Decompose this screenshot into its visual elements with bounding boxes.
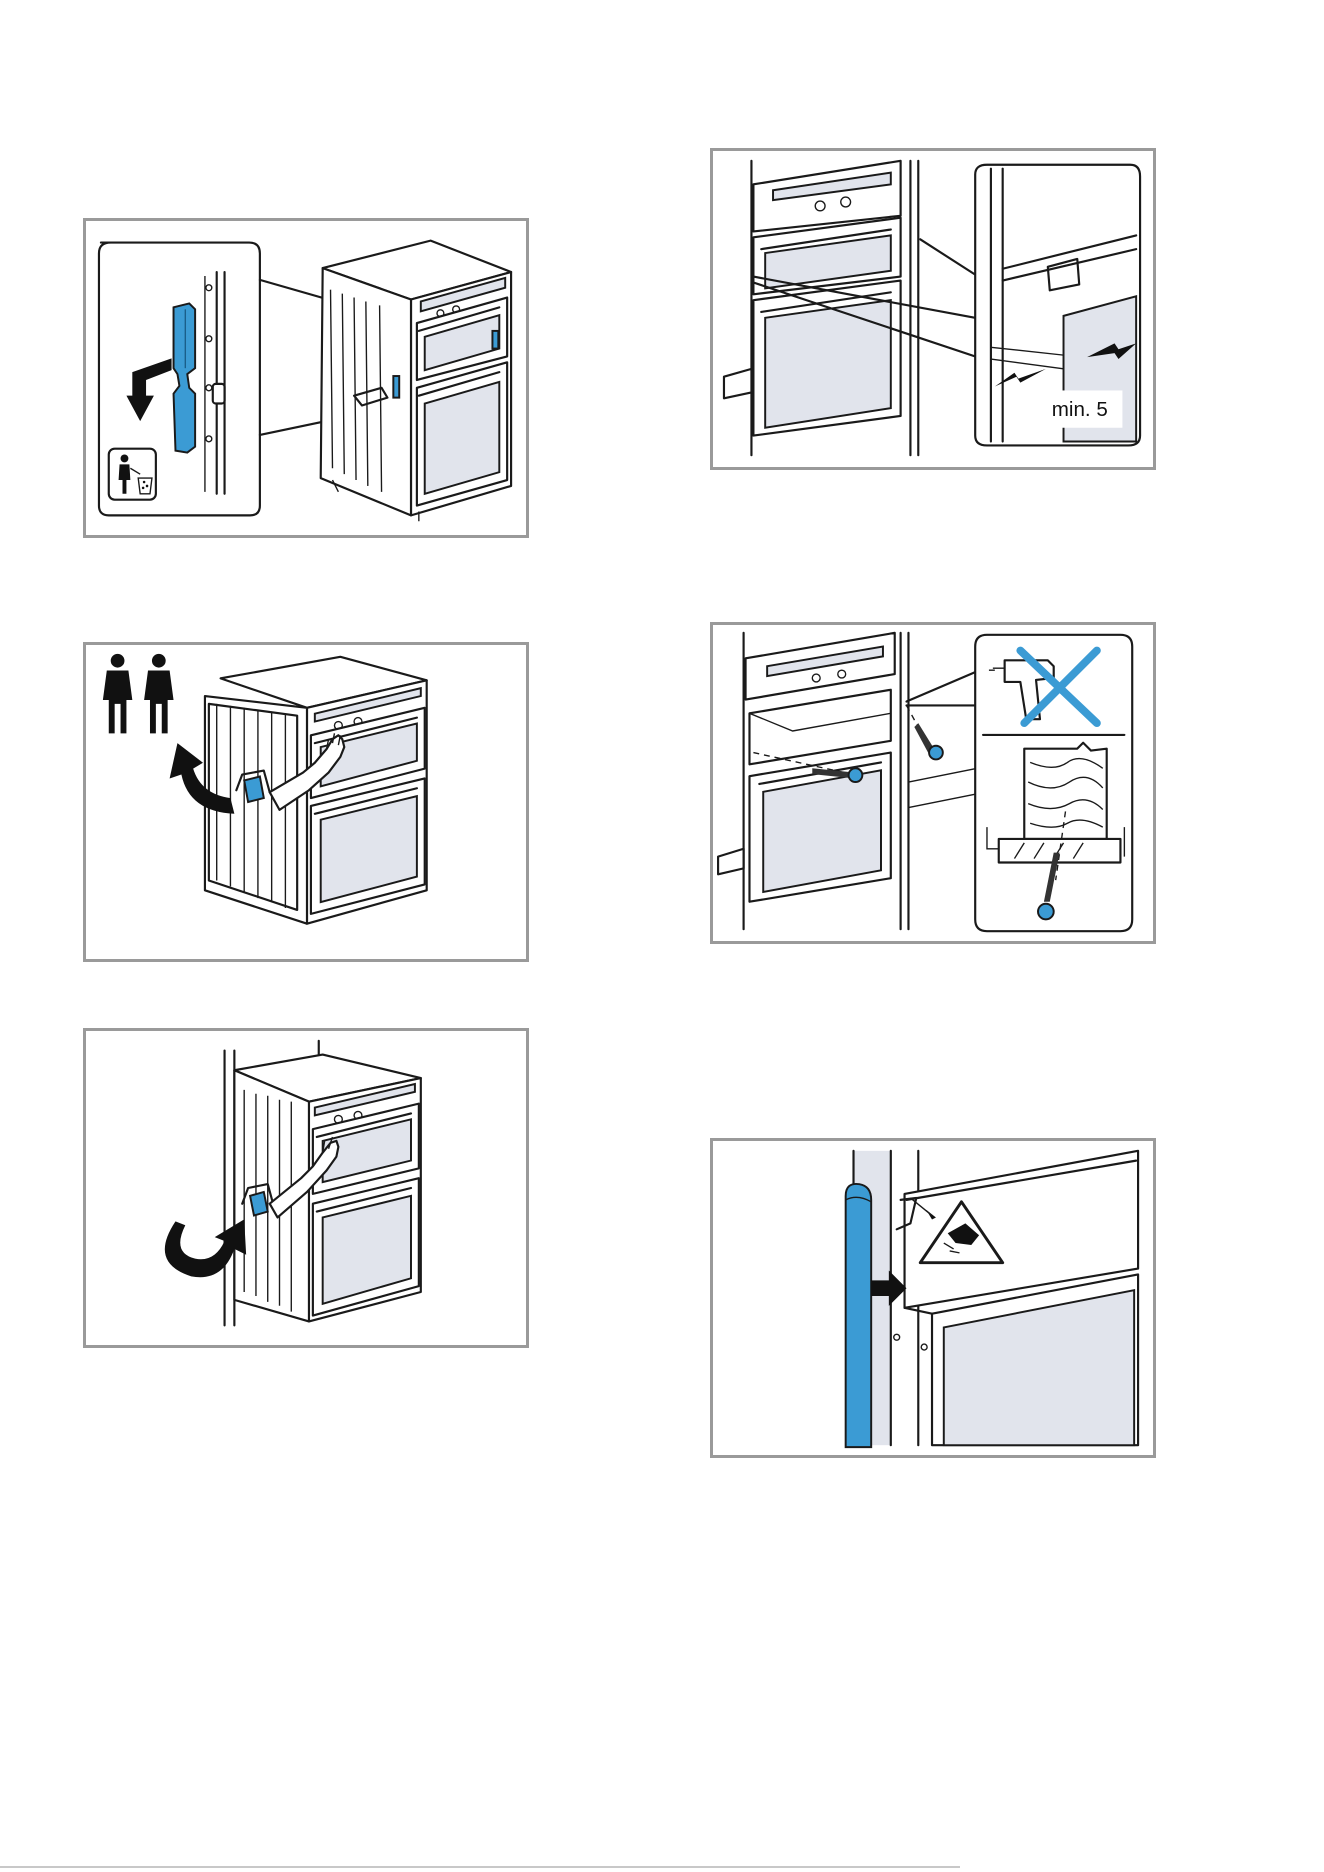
illustration-push-into-niche	[86, 1031, 526, 1345]
gap-label: min. 5	[1052, 398, 1108, 421]
figure-two-people-lift	[83, 642, 529, 962]
illustration-blue-trim-fitting	[713, 1141, 1153, 1455]
figure-screw-fixing	[710, 622, 1156, 944]
figure-min-gap: min. 5	[710, 148, 1156, 470]
illustration-two-people-lift	[86, 645, 526, 959]
blue-spacer-strip	[174, 303, 196, 452]
illustration-remove-spacer	[86, 221, 526, 535]
figure-push-into-niche	[83, 1028, 529, 1348]
illustration-screw-fixing	[713, 625, 1153, 941]
illustration-min-gap: min. 5	[713, 151, 1153, 467]
footer-rule	[0, 1866, 960, 1868]
figure-remove-spacer	[83, 218, 529, 538]
two-persons-icon	[103, 654, 174, 733]
blue-trim-strip	[846, 1184, 872, 1447]
down-arrow-icon	[126, 358, 171, 421]
figure-blue-trim-fitting	[710, 1138, 1156, 1458]
dispose-waste-icon	[109, 449, 156, 500]
wood-icon	[1024, 743, 1106, 839]
